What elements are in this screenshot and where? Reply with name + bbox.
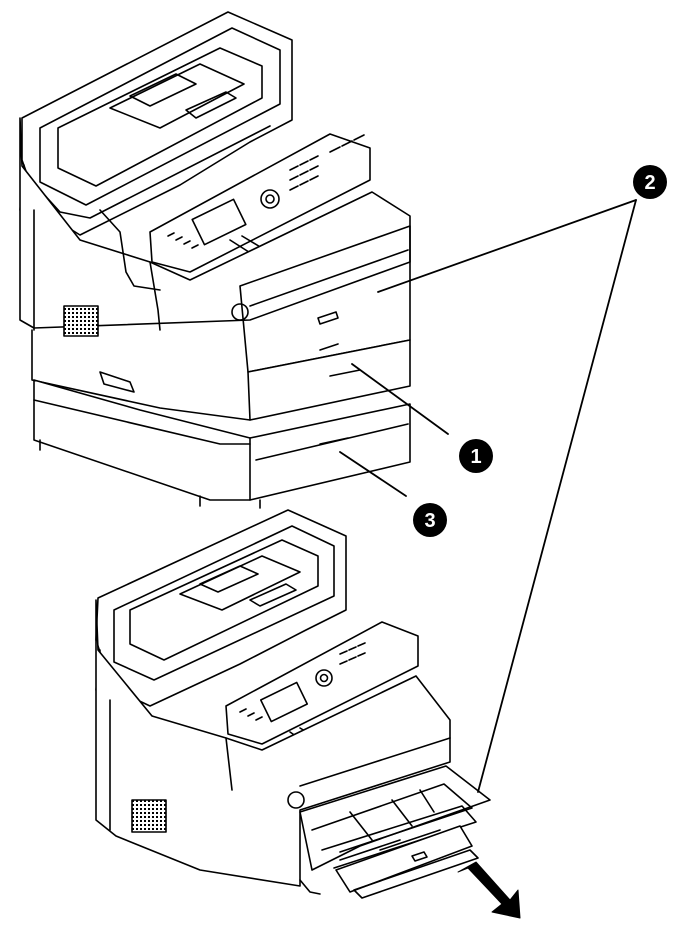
printer-top [19,11,411,509]
adf-unit [19,11,293,241]
callout-number-1: 1 [470,446,481,468]
callout-number-3: 3 [424,510,435,532]
paper-tray-1 [31,329,411,421]
leader-line-2-lower [477,199,637,793]
printer-bottom [95,509,491,899]
printer-body-bottom [95,599,451,887]
leader-line-3 [339,451,407,497]
callout-badge-3: 3 [413,503,447,537]
leader-line-2-upper [377,199,637,293]
leader-line-1 [351,363,449,435]
callout-badge-2: 2 [633,165,667,199]
printer-body [19,117,411,373]
mp-tray-open [299,765,491,899]
operator-panel-bottom [225,621,419,747]
callout-badge-1: 1 [459,439,493,473]
paper-tray-2 [33,379,411,509]
pull-out-arrow-icon [457,861,521,919]
callout-number-2: 2 [644,172,655,194]
leader-lines [339,199,637,793]
